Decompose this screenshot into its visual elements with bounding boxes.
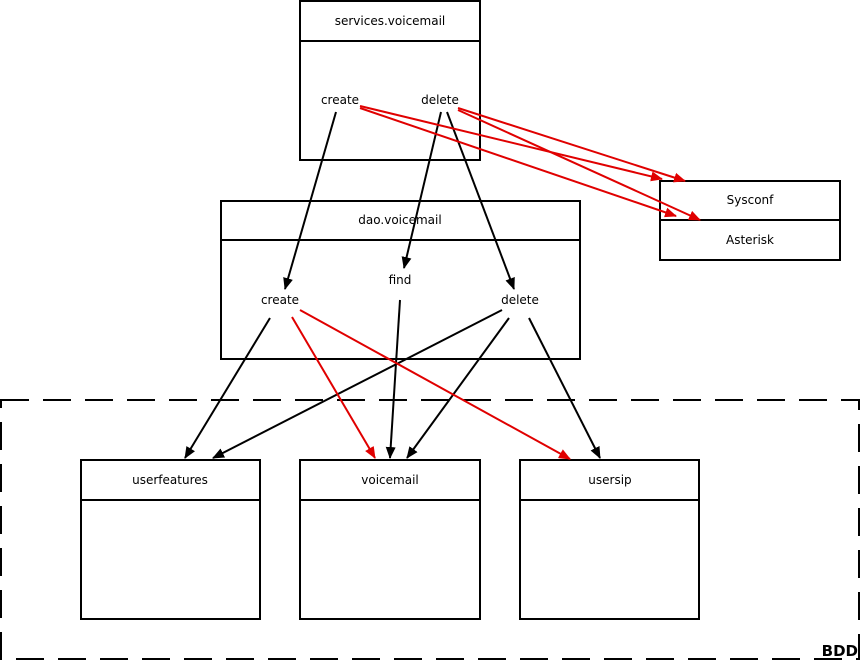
services-delete-to-dao-find-arrow — [401, 111, 442, 269]
services-delete-method: delete — [421, 93, 459, 107]
userfeatures-table: userfeatures — [80, 459, 261, 620]
dao-delete-to-userfeatures-arrow — [212, 309, 503, 459]
dao-delete-method: delete — [501, 293, 539, 307]
voicemail-table: voicemail — [299, 459, 481, 620]
bdd-zone: BDD — [0, 399, 860, 660]
asterisk-label: Asterisk — [726, 233, 774, 247]
services-delete-to-sysconf-arrow — [457, 107, 686, 183]
dao-create-to-userfeatures-arrow — [184, 317, 271, 459]
services-create-to-asterisk-arrow — [359, 107, 677, 218]
usersip-title: usersip — [588, 473, 631, 487]
usersip-table: usersip — [519, 459, 700, 620]
dao-create-to-usersip-arrow — [299, 309, 571, 460]
services-voicemail-box: services.voicemail create delete — [299, 0, 481, 161]
services-create-to-sysconf-arrow — [359, 105, 663, 182]
dao-find-to-voicemail-arrow — [385, 299, 401, 459]
dao-voicemail-title: dao.voicemail — [358, 213, 441, 227]
dao-create-to-voicemail-arrow — [291, 316, 376, 459]
dao-delete-to-voicemail-arrow — [406, 317, 510, 459]
sysconf-asterisk-box: Sysconf Asterisk — [659, 180, 841, 261]
dao-create-method: create — [261, 293, 299, 307]
services-voicemail-title: services.voicemail — [335, 14, 446, 28]
bdd-zone-label: BDD — [822, 642, 858, 660]
services-create-method: create — [321, 93, 359, 107]
services-create-to-dao-create-arrow — [283, 111, 337, 290]
services-delete-to-asterisk-arrow — [457, 109, 701, 221]
dao-delete-to-usersip-arrow — [528, 317, 601, 459]
voicemail-title: voicemail — [361, 473, 418, 487]
userfeatures-title: userfeatures — [132, 473, 208, 487]
dao-voicemail-box: dao.voicemail create find delete — [220, 200, 581, 360]
dao-find-method: find — [389, 273, 412, 287]
sysconf-label: Sysconf — [727, 193, 775, 207]
